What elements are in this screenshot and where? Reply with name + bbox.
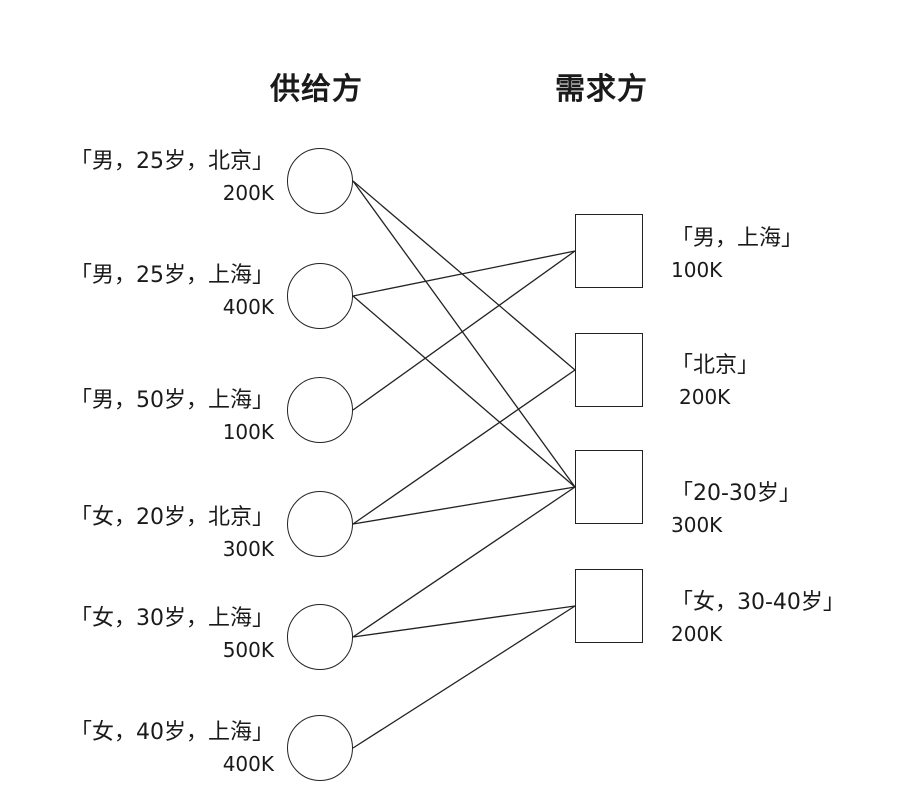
supply-segment: 「女，30岁，上海」 (70, 606, 274, 631)
demand-segment: 「20-30岁」 (671, 481, 801, 506)
edge-line (352, 486, 576, 525)
demand-heading: 需求方 (555, 72, 648, 107)
demand-volume: 100K (671, 258, 723, 282)
supply-node-circle (287, 263, 353, 329)
edge-line (352, 295, 576, 488)
edge-line (352, 486, 576, 638)
edge-line (352, 605, 576, 638)
supply-volume: 200K (222, 181, 274, 205)
edge-line (352, 369, 576, 525)
supply-node-circle (287, 715, 353, 781)
supply-heading: 供给方 (270, 72, 363, 107)
supply-node-circle (287, 148, 353, 214)
demand-label: 「20-30岁」 300K (671, 481, 801, 537)
demand-label: 「北京」 200K (671, 353, 760, 409)
supply-volume: 300K (222, 537, 274, 561)
supply-segment: 「女，20岁，北京」 (70, 505, 274, 530)
supply-volume: 400K (222, 295, 274, 319)
supply-node-circle (287, 491, 353, 557)
supply-segment: 「男，25岁，上海」 (70, 263, 274, 288)
supply-label: 「女，30岁，上海」 500K (70, 606, 274, 662)
edge-line (352, 180, 576, 488)
supply-segment: 「女，40岁，上海」 (70, 720, 274, 745)
supply-label: 「男，25岁，北京」 200K (70, 149, 274, 205)
supply-node-circle (287, 604, 353, 670)
edge-line (352, 605, 576, 749)
demand-segment: 「男，上海」 (671, 226, 804, 251)
edge-line (352, 180, 576, 371)
demand-node-square (575, 214, 643, 288)
demand-volume: 200K (671, 622, 723, 646)
supply-label: 「女，40岁，上海」 400K (70, 720, 274, 776)
supply-label: 「男，50岁，上海」 100K (70, 388, 274, 444)
supply-segment: 「男，50岁，上海」 (70, 388, 274, 413)
supply-segment: 「男，25岁，北京」 (70, 149, 274, 174)
demand-volume: 300K (671, 513, 723, 537)
supply-node-circle (287, 377, 353, 443)
demand-volume: 200K (679, 385, 731, 409)
demand-segment: 「北京」 (671, 353, 760, 378)
demand-node-square (575, 569, 643, 643)
supply-volume: 500K (222, 638, 274, 662)
supply-label: 「男，25岁，上海」 400K (70, 263, 274, 319)
supply-volume: 400K (222, 752, 274, 776)
supply-volume: 100K (222, 420, 274, 444)
edge-line (352, 250, 576, 297)
demand-label: 「男，上海」 100K (671, 226, 804, 282)
supply-label: 「女，20岁，北京」 300K (70, 505, 274, 561)
demand-node-square (575, 333, 643, 407)
demand-node-square (575, 450, 643, 524)
demand-label: 「女，30-40岁」 200K (671, 590, 845, 646)
edge-line (352, 250, 576, 411)
demand-segment: 「女，30-40岁」 (671, 590, 845, 615)
